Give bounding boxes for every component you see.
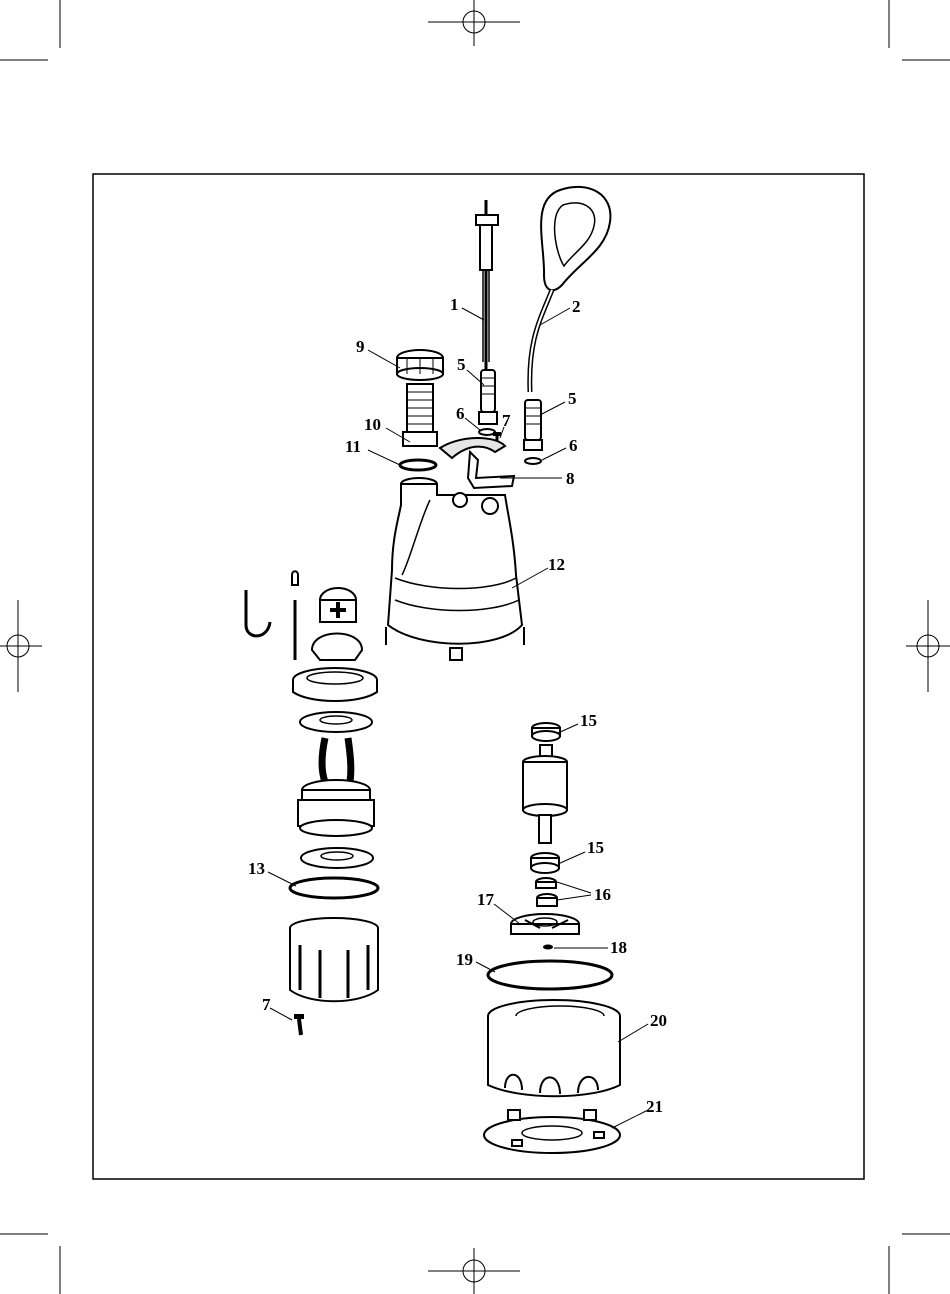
motor-stator-part <box>298 780 374 836</box>
label-part-9: 9 <box>356 337 365 356</box>
label-part-15-bottom: 15 <box>587 838 604 857</box>
screw-bottom <box>294 1014 304 1035</box>
label-part-10: 10 <box>364 415 381 434</box>
label-part-6-right: 6 <box>569 436 578 455</box>
label-part-19: 19 <box>456 950 473 969</box>
float-cable-part <box>530 187 611 392</box>
registration-mark-top <box>428 0 520 46</box>
pump-chamber-part <box>488 1000 620 1096</box>
shaft-seal-part <box>536 878 557 906</box>
cable-clamp-part <box>312 588 362 660</box>
pump-o-ring <box>488 961 612 989</box>
impeller-washer <box>543 945 553 950</box>
strainer-base-part <box>484 1110 620 1153</box>
connector-o-ring <box>400 460 436 470</box>
motor-cables <box>322 738 351 782</box>
label-part-20: 20 <box>650 1011 667 1030</box>
cable-gland-right <box>524 400 542 450</box>
bearing-cup-part <box>301 848 373 868</box>
label-part-2: 2 <box>572 297 581 316</box>
registration-mark-right <box>906 600 950 692</box>
motor-cover-part <box>293 668 377 701</box>
float-rod-part <box>476 200 498 370</box>
label-part-7-bottom: 7 <box>262 995 271 1014</box>
union-nut-part <box>397 350 443 380</box>
label-part-8: 8 <box>566 469 575 488</box>
washer-left <box>479 429 495 435</box>
seal-plate-part <box>300 712 372 732</box>
registration-mark-bottom <box>428 1248 520 1294</box>
cable-tie-part <box>292 571 298 660</box>
label-part-11: 11 <box>345 437 361 456</box>
rotor-shaft-part <box>523 745 567 843</box>
label-part-5-left: 5 <box>457 355 466 374</box>
diagram-frame <box>93 174 864 1179</box>
label-part-6-left: 6 <box>456 404 465 423</box>
bearing-top <box>532 723 560 741</box>
motor-base-part <box>290 918 378 1001</box>
label-part-21: 21 <box>646 1097 663 1116</box>
hose-connector-part <box>403 384 437 446</box>
housing-o-ring <box>290 878 378 898</box>
label-part-16: 16 <box>594 885 611 904</box>
cable-gland-left <box>479 370 497 424</box>
hook-part <box>246 590 270 636</box>
label-part-12: 12 <box>548 555 565 574</box>
label-part-5-right: 5 <box>568 389 577 408</box>
label-part-17: 17 <box>477 890 495 909</box>
washer-right <box>525 458 541 464</box>
registration-mark-left <box>0 600 42 692</box>
pump-housing-part <box>386 478 524 660</box>
label-part-1: 1 <box>450 295 459 314</box>
label-part-7-top: 7 <box>502 411 511 430</box>
label-part-18: 18 <box>610 938 627 957</box>
label-part-13: 13 <box>248 859 265 878</box>
label-part-15-top: 15 <box>580 711 597 730</box>
impeller-part <box>511 914 579 934</box>
bearing-bottom <box>531 853 559 873</box>
carry-handle-part <box>440 438 514 488</box>
